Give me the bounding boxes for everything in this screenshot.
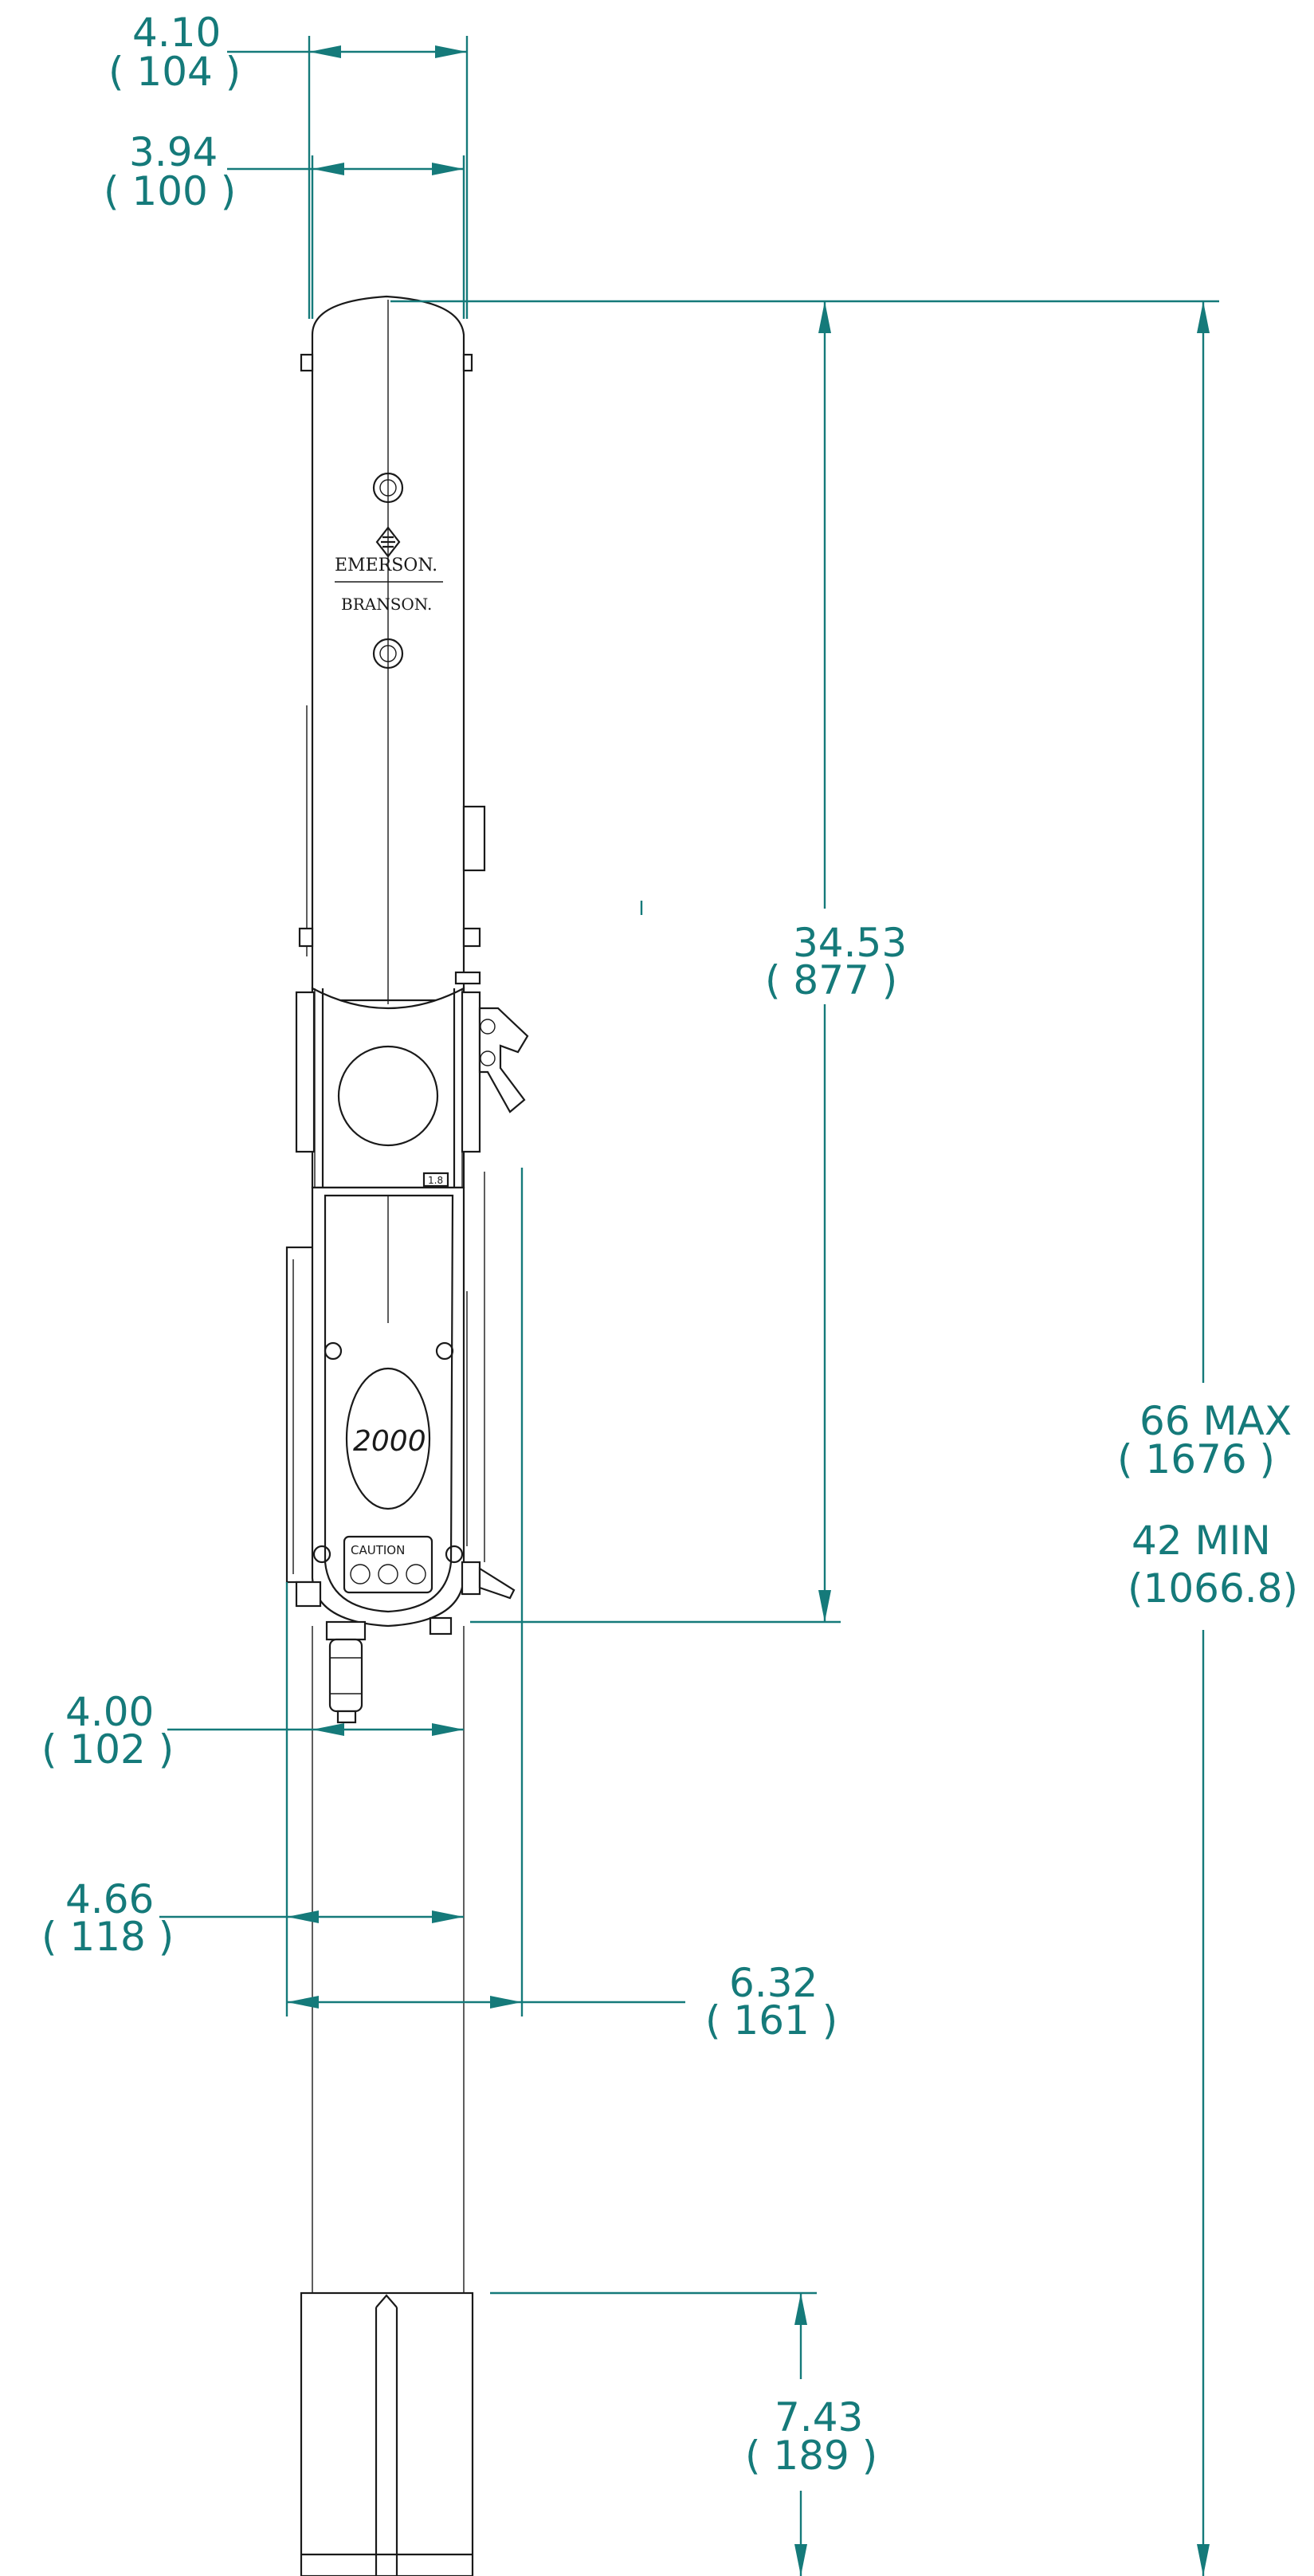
emerson-logo-icon	[375, 526, 401, 558]
dim-width-base-inch: 4.00	[65, 1689, 154, 1735]
brand-emerson: EMERSON.	[335, 556, 437, 575]
dim-width-body-inch: 4.66	[65, 1876, 154, 1922]
brand-branson: BRANSON.	[341, 595, 432, 614]
dim-width-base-mm: ( 102 )	[41, 1726, 174, 1773]
actuator-body: 2000 CAUTION	[285, 1172, 516, 1724]
dim-width-overall-inch: 6.32	[729, 1960, 818, 2006]
caution-label: CAUTION	[351, 1543, 405, 1557]
dim-width-head-inch: 3.94	[129, 129, 218, 175]
stroke-scale-label: 1.8	[428, 1175, 443, 1186]
warning-symbol-icon	[350, 1564, 371, 1584]
dim-height-max-inch: 66 MAX	[1139, 1398, 1292, 1444]
dim-height-min-inch: 42 MIN	[1132, 1518, 1271, 1564]
dim-height-max-mm: ( 1676 )	[1117, 1436, 1275, 1482]
dim-height-actuator-inch: 34.53	[793, 920, 907, 966]
dimension-labels: 4.10 ( 104 ) 3.94 ( 100 ) 34.53 ( 877 ) …	[41, 10, 1298, 2479]
dim-width-head-mm: ( 100 )	[104, 168, 236, 214]
dim-height-min-mm: (1066.8)	[1128, 1565, 1298, 1612]
warning-hand-icon	[378, 1564, 398, 1584]
clamp-handle	[478, 1007, 529, 1113]
dim-width-top-mm: ( 104 )	[108, 49, 241, 95]
dim-height-column-base-mm: ( 189 )	[745, 2433, 877, 2479]
dim-height-column-base-inch: 7.43	[775, 2394, 863, 2441]
support-column	[300, 1626, 474, 2576]
model-badge: 2000	[353, 1425, 426, 1458]
carriage: 1.8	[295, 987, 529, 1189]
horn-connector	[325, 1620, 367, 1641]
dim-width-top-inch: 4.10	[132, 10, 221, 56]
warning-ear-icon	[406, 1564, 426, 1584]
dimensions	[159, 36, 1219, 2576]
dim-height-actuator-mm: ( 877 )	[765, 957, 897, 1003]
dim-width-overall-mm: ( 161 )	[705, 1997, 837, 2044]
upper-housing: EMERSON. BRANSON.	[298, 295, 486, 1004]
dim-width-body-mm: ( 118 )	[41, 1914, 174, 1960]
